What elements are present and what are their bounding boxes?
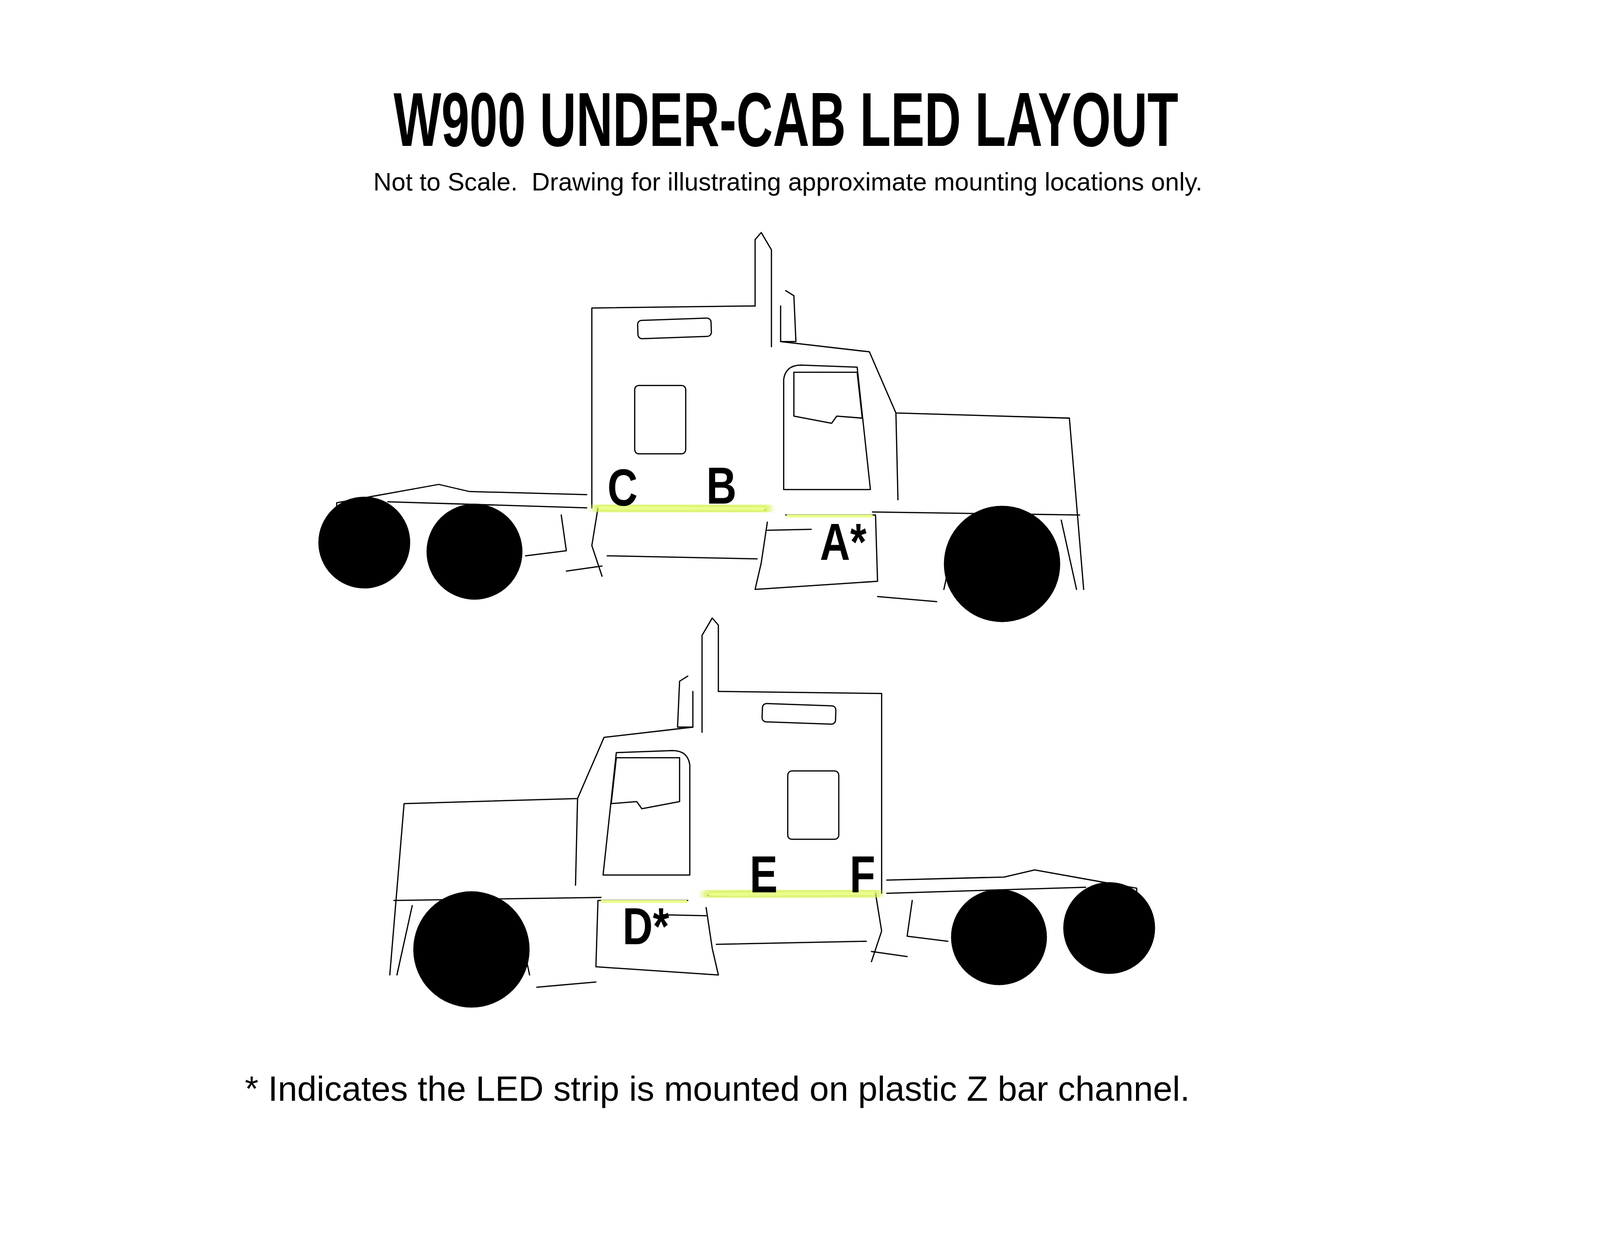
location-letter: A* (819, 515, 867, 569)
footnote: * Indicates the LED strip is mounted on … (244, 1071, 1190, 1107)
subtitle-note: Not to Scale. Drawing for illustrating a… (373, 169, 1203, 195)
location-letter: F (849, 848, 876, 901)
location-letter: C (607, 461, 638, 514)
location-letter: E (749, 848, 778, 901)
location-letter: D* (622, 900, 670, 953)
truck-left-side (389, 618, 1155, 1008)
location-letter: B (706, 459, 737, 512)
truck-right-side (318, 232, 1084, 623)
diagram-title: W900 UNDER-CAB LED LAYOUT (393, 80, 1179, 158)
